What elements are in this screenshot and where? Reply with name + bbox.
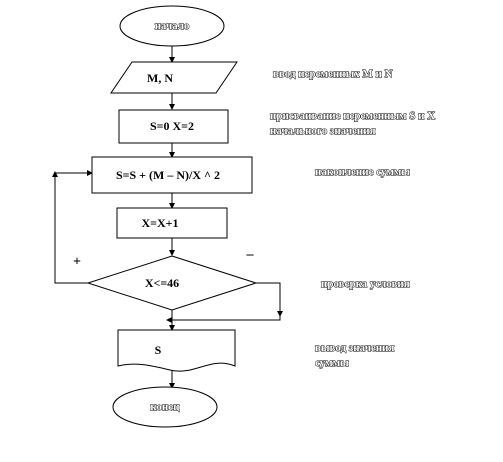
- start-label: начало: [155, 20, 190, 32]
- arrowhead-loop-up: [52, 171, 58, 177]
- output-block: S: [117, 329, 236, 372]
- end-label: конец: [150, 401, 180, 413]
- arrowhead-no-down: [277, 311, 283, 317]
- accumulate-note: накопление суммы: [315, 166, 410, 178]
- increment-label: X=X+1: [141, 216, 178, 230]
- condition-label: X<=46: [145, 276, 179, 290]
- init-note-line1: присваивание переменным S и X: [270, 110, 435, 122]
- arrowhead-loop: [87, 170, 93, 176]
- arrowhead-condition: [169, 250, 175, 256]
- arrowhead-end: [169, 383, 175, 389]
- annotations: ввод переменных M и N присваивание перем…: [270, 68, 436, 370]
- init-label: S=0 X=2: [150, 119, 194, 133]
- condition-block: X<=46: [86, 255, 258, 311]
- arrowhead-output: [169, 325, 175, 331]
- connector-loop-back: [54, 172, 90, 284]
- input-block: M, N: [110, 61, 238, 94]
- branch-no-label: _: [246, 243, 255, 258]
- connectors: [52, 45, 283, 389]
- init-block: S=0 X=2: [118, 109, 229, 144]
- branch-yes-label: +: [73, 255, 81, 270]
- arrowhead-input: [169, 57, 175, 63]
- arrowhead-merge: [166, 317, 172, 323]
- accumulate-block: S=S + (M – N)/X ^ 2: [91, 156, 253, 194]
- arrowhead-increment: [169, 203, 175, 209]
- end-terminator: конец: [112, 386, 218, 428]
- connector-no-branch: [170, 282, 281, 321]
- init-note-line2: начального значения: [270, 125, 376, 137]
- accumulate-label: S=S + (M – N)/X ^ 2: [116, 168, 220, 182]
- output-note-line2: суммы: [315, 357, 349, 369]
- condition-note: проверка условия: [321, 278, 410, 290]
- start-terminator: начало: [119, 5, 225, 47]
- input-label: M, N: [147, 71, 173, 85]
- arrowhead-init: [169, 104, 175, 110]
- output-note-line1: вывод значения: [315, 342, 394, 354]
- arrowhead-accumulate: [169, 152, 175, 158]
- output-label: S: [155, 343, 162, 357]
- input-note: ввод переменных M и N: [273, 68, 393, 80]
- increment-block: X=X+1: [116, 207, 228, 239]
